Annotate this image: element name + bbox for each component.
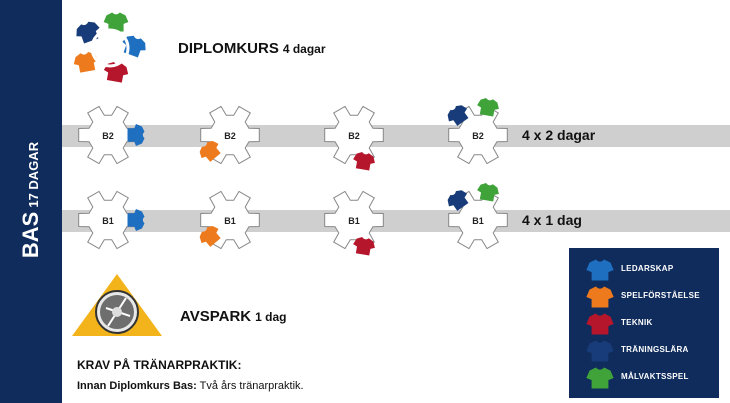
requirements-text: Två års tränarpraktik.	[199, 380, 304, 392]
module-label: B2	[224, 131, 236, 141]
legend-label: TEKNIK	[621, 318, 653, 327]
requirements-title: KRAV PÅ TRÄNARPRAKTIK:	[77, 358, 242, 372]
legend-label: SPELFÖRSTÅELSE	[621, 291, 700, 300]
module-b2-2: B2	[199, 105, 260, 165]
module-b2-4: B2	[447, 98, 508, 165]
legend-item-ledarskap: LEDARSKAP	[585, 258, 715, 281]
legend-label: LEDARSKAP	[621, 264, 674, 273]
avspark-duration: 1 dag	[255, 310, 287, 324]
ledarskap-shirt-icon	[127, 123, 145, 147]
teknik-shirt-icon	[353, 237, 375, 256]
traningslara-shirt-icon	[447, 105, 469, 126]
module-label: B1	[348, 216, 360, 226]
spelforstaelse-shirt-icon	[586, 286, 614, 308]
module-b2-3: B2	[324, 105, 384, 171]
module-label: B2	[472, 131, 484, 141]
legend-label: TRÄNINGSLÄRA	[621, 345, 689, 354]
ledarskap-shirt-icon	[586, 259, 614, 281]
legend-item-traningslara: TRÄNINGSLÄRA	[585, 339, 715, 362]
legend-item-malvaktsspel: MÅLVAKTSSPEL	[585, 366, 715, 389]
module-label: B1	[224, 216, 236, 226]
sidebar-title-main: BAS	[18, 211, 43, 259]
legend-item-teknik: TEKNIK	[585, 312, 715, 335]
requirements-line: Innan Diplomkurs Bas: Två års tränarprak…	[77, 380, 304, 392]
module-b1-3: B1	[324, 190, 384, 256]
malvaktsspel-shirt-icon	[586, 367, 614, 389]
sidebar-title-sub: 17 DAGAR	[26, 141, 41, 208]
ledarskap-shirt-icon	[127, 208, 145, 232]
traningslara-shirt-icon	[586, 340, 614, 362]
malvaktsspel-shirt-icon	[477, 183, 499, 202]
row-b1-duration: 4 x 1 dag	[522, 212, 582, 228]
module-b1-2: B1	[199, 190, 260, 250]
diplomkurs-duration: 4 dagar	[282, 42, 326, 56]
teknik-shirt-icon	[353, 152, 375, 171]
requirements-label: Innan Diplomkurs Bas:	[77, 380, 197, 392]
module-label: B2	[348, 131, 360, 141]
teknik-shirt-icon	[586, 313, 614, 335]
legend: LEDARSKAP SPELFÖRSTÅELSE TEKNIK TRÄNINGSLÄR…	[569, 248, 719, 398]
traningslara-shirt-icon	[447, 190, 469, 211]
module-label: B2	[102, 131, 114, 141]
module-b1-4: B1	[447, 183, 508, 250]
avspark-ball-icon	[72, 274, 162, 336]
malvaktsspel-shirt-icon	[477, 98, 499, 117]
avspark-title-text: AVSPARK	[180, 308, 252, 325]
sidebar	[0, 0, 62, 403]
legend-label: MÅLVAKTSSPEL	[621, 372, 689, 381]
module-label: B1	[102, 216, 114, 226]
spelforstaelse-shirt-icon	[199, 225, 221, 247]
sidebar-title: BAS 17 DAGAR	[18, 142, 44, 258]
legend-item-spelforstaelse: SPELFÖRSTÅELSE	[585, 285, 715, 308]
row-b2-duration: 4 x 2 dagar	[522, 127, 596, 143]
module-b2-1: B2	[78, 105, 145, 165]
diplomkurs-title-text: DIPLOMKURS	[178, 40, 279, 57]
module-label: B1	[472, 216, 484, 226]
module-b1-1: B1	[78, 190, 145, 250]
diplomkurs-shirts-icon	[73, 12, 146, 83]
spelforstaelse-shirt-icon	[199, 140, 221, 162]
